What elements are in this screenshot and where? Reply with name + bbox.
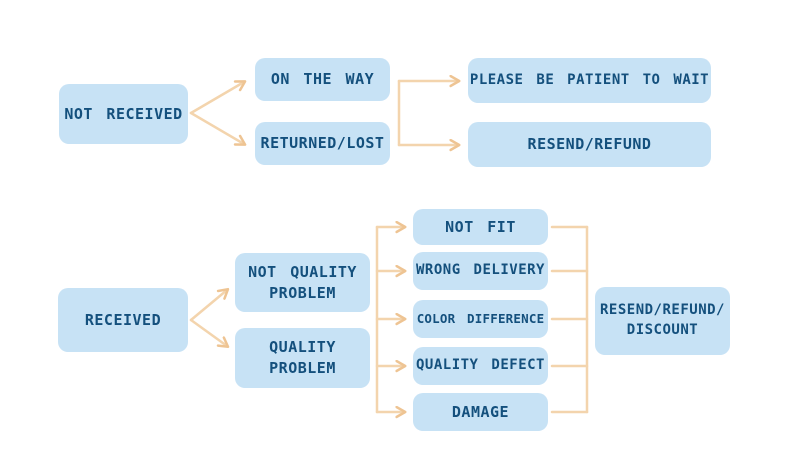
connector-received-to-not-quality-problem <box>189 287 230 322</box>
node-not-received: NOT RECEIVED <box>59 84 188 144</box>
node-not-fit: NOT FIT <box>413 209 548 245</box>
node-quality-defect: QUALITY DEFECT <box>413 347 548 385</box>
node-received: RECEIVED <box>58 288 188 352</box>
node-on-the-way: ON THE WAY <box>255 58 390 101</box>
node-please-be-patient-to-wait: PLEASE BE PATIENT TO WAIT <box>468 58 711 103</box>
node-wrong-delivery: WRONG DELIVERY <box>413 252 548 290</box>
connector-not-received-to-returned-lost <box>189 111 247 146</box>
connector-not-received-to-on-the-way <box>189 80 247 115</box>
node-resend-refund: RESEND/REFUND <box>468 122 711 167</box>
node-resend-refund-discount: RESEND/REFUND/ DISCOUNT <box>595 287 730 355</box>
node-damage: DAMAGE <box>413 393 548 431</box>
node-color-difference: COLOR DIFFERENCE <box>413 300 548 338</box>
connector-received-to-quality-problem <box>189 318 230 348</box>
node-not-quality-problem: NOT QUALITY PROBLEM <box>235 253 370 312</box>
node-returned-lost: RETURNED/LOST <box>255 122 390 165</box>
node-quality-problem: QUALITY PROBLEM <box>235 328 370 388</box>
